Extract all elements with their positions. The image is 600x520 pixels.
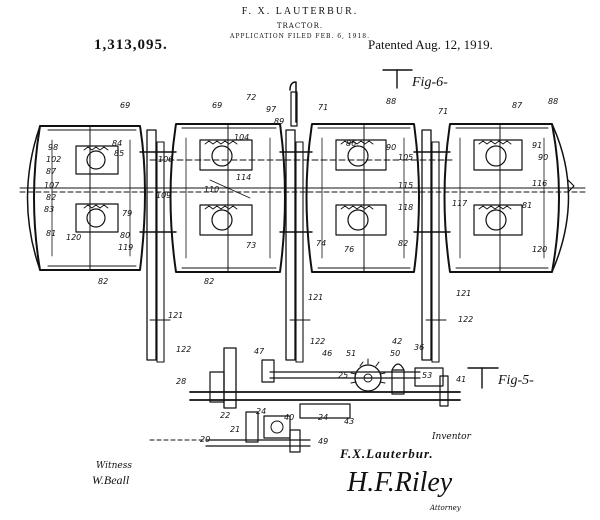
attorney-label: Attorney (430, 504, 461, 512)
witness-label: Witness (96, 461, 132, 471)
fig5-label: Fig-5- (467, 367, 534, 389)
ref-24a: 24 (256, 407, 266, 416)
ref-21: 21 (230, 425, 240, 434)
ref-53: 53 (422, 371, 432, 380)
ref-121b: 121 (308, 293, 323, 302)
ref-114: 114 (236, 173, 251, 182)
ref-90a: 90 (386, 143, 396, 152)
ref-79: 79 (122, 209, 132, 218)
ref-46: 46 (322, 349, 332, 358)
ref-80: 80 (120, 231, 130, 240)
ref-24b: 24 (318, 413, 328, 422)
ref-84: 84 (112, 139, 122, 148)
witness-signature: W.Beall (92, 473, 130, 487)
ref-88b: 88 (548, 97, 558, 106)
ref-102: 102 (46, 155, 61, 164)
ref-91: 91 (532, 141, 542, 150)
ref-69b: 69 (212, 101, 222, 110)
ref-90b: 90 (538, 153, 548, 162)
ref-25: 25 (338, 371, 348, 380)
ref-76: 76 (344, 245, 354, 254)
ref-69a: 69 (120, 101, 130, 110)
ref-106: 106 (158, 155, 173, 164)
drum-2 (169, 123, 286, 273)
attorney-signature: H.F.Riley (347, 467, 453, 498)
ref-121c: 121 (456, 289, 471, 298)
ref-49: 49 (318, 437, 328, 446)
ref-82e: 82 (398, 239, 408, 248)
ref-28: 28 (176, 377, 186, 386)
ref-41: 41 (456, 375, 466, 384)
drum-4 (443, 123, 575, 273)
application-date: APPLICATION FILED FEB. 6, 1918. (230, 33, 370, 40)
ref-97: 97 (266, 105, 277, 114)
ref-119: 119 (118, 243, 133, 252)
ref-81a: 81 (46, 229, 56, 238)
ref-120b: 120 (532, 245, 547, 254)
drum-1 (26, 125, 146, 271)
ref-117: 117 (452, 199, 468, 208)
patent-number: 1,313,095. (94, 37, 168, 53)
ref-82: 82 (46, 193, 56, 202)
patent-title: TRACTOR. (276, 22, 324, 30)
ref-122c: 122 (458, 315, 473, 324)
ref-109: 109 (156, 191, 171, 200)
ref-20: 20 (200, 435, 210, 444)
svg-text:Fig-5-: Fig-5- (497, 373, 534, 388)
ref-72: 72 (246, 93, 256, 102)
ref-71a: 71 (318, 103, 328, 112)
ref-122a: 122 (176, 345, 191, 354)
ref-105: 105 (398, 153, 413, 162)
ref-122b: 122 (310, 337, 325, 346)
ref-82c: 82 (98, 277, 108, 286)
drum-3 (305, 123, 420, 273)
ref-42: 42 (392, 337, 402, 346)
ref-85: 85 (114, 149, 124, 158)
ref-89: 89 (274, 117, 284, 126)
ref-83: 83 (44, 205, 54, 214)
ref-118: 118 (398, 203, 413, 212)
ref-87: 87 (512, 101, 523, 110)
patented-date: Patented Aug. 12, 1919. (368, 37, 493, 52)
ref-86: 86 (346, 139, 356, 148)
ref-110: 110 (204, 185, 219, 194)
ref-82d: 82 (204, 277, 214, 286)
ref-81b: 81 (522, 201, 532, 210)
fig5-mechanism (149, 347, 461, 453)
ref-40: 40 (284, 413, 294, 422)
inventor-header: F. X. LAUTERBUR. (241, 6, 359, 17)
ref-98: 98 (48, 143, 58, 152)
inventor-name: F.X.Lauterbur. (340, 446, 434, 461)
ref-71b: 71 (438, 107, 448, 116)
inventor-label: Inventor (432, 432, 471, 442)
fig6-label: Fig-6- (382, 69, 448, 90)
ref-107: 107 (44, 181, 60, 190)
reference-numerals: 69 69 72 71 88 71 87 88 97 89 86 90 91 9… (44, 93, 558, 446)
ref-120a: 120 (66, 233, 81, 242)
ref-22: 22 (220, 411, 230, 420)
ref-47: 47 (254, 347, 265, 356)
svg-text:Fig-6-: Fig-6- (411, 75, 448, 90)
ref-50: 50 (390, 349, 400, 358)
ref-36: 36 (414, 343, 424, 352)
ref-74: 74 (316, 239, 326, 248)
ref-73: 73 (246, 241, 256, 250)
ref-87b: 87 (46, 167, 57, 176)
ref-51: 51 (346, 349, 356, 358)
ref-121a: 121 (168, 311, 183, 320)
ref-43: 43 (344, 417, 354, 426)
ref-88a: 88 (386, 97, 396, 106)
frame-posts (139, 81, 451, 363)
ref-104: 104 (234, 133, 249, 142)
ref-116: 116 (532, 179, 547, 188)
ref-115: 115 (398, 181, 413, 190)
